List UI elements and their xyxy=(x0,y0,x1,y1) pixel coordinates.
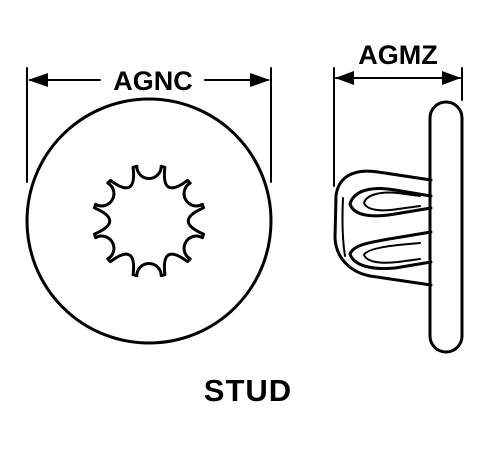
front-dimension-label: AGNC xyxy=(113,66,193,96)
side-dimension-arrow-right xyxy=(442,71,461,85)
side-dimension-label: AGMZ xyxy=(358,40,437,70)
spring-clip-lower-inner xyxy=(363,242,421,264)
front-dimension-arrow-right xyxy=(250,73,270,87)
hexalobular-recess xyxy=(93,164,205,278)
front-dimension-arrow-left xyxy=(28,73,48,87)
spring-clip-outline xyxy=(333,169,433,287)
stud-head-profile xyxy=(428,100,464,354)
spring-clip-upper-loop xyxy=(348,187,433,218)
spring-clip-lower-loop xyxy=(348,230,433,270)
diagram-title: STUD xyxy=(204,373,292,408)
front-view: AGNC xyxy=(25,66,273,345)
stud-head-circle xyxy=(25,97,273,345)
side-view: AGMZ xyxy=(333,40,464,354)
spring-clip-upper-inner xyxy=(363,191,421,212)
spring-clip-body-edge xyxy=(341,197,346,257)
side-dimension-arrow-left xyxy=(335,71,354,85)
